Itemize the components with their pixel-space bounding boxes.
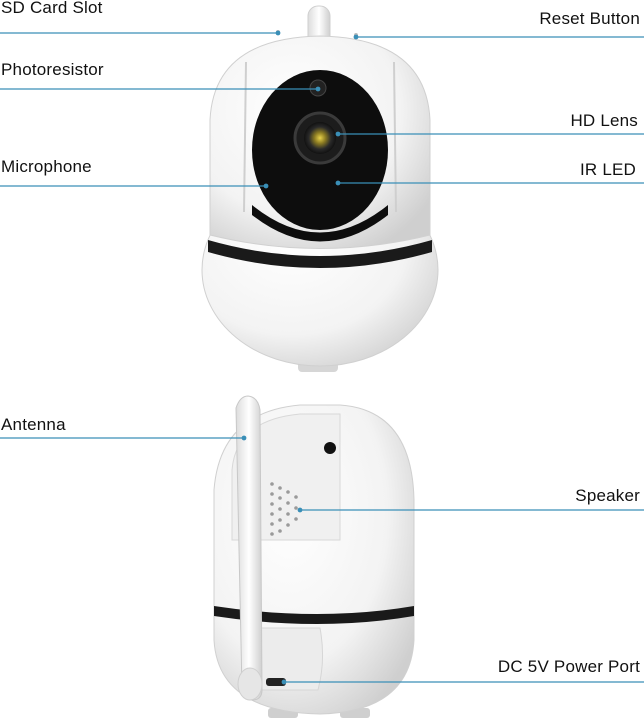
front-camera (201, 5, 439, 372)
label-hd-lens: HD Lens (570, 111, 638, 130)
label-microphone: Microphone (1, 157, 92, 176)
label-speaker: Speaker (575, 486, 640, 505)
label-reset-button: Reset Button (539, 9, 640, 28)
label-antenna: Antenna (1, 415, 66, 434)
label-photoresistor: Photoresistor (1, 60, 104, 79)
label-dc-power-port: DC 5V Power Port (497, 657, 640, 676)
leader-lines (0, 32, 644, 683)
speaker-grille-icon (270, 482, 298, 536)
leader-dots (241, 30, 359, 685)
label-sd-card-slot: SD Card Slot (1, 0, 103, 17)
label-ir-led: IR LED (580, 160, 636, 179)
side-camera (213, 395, 415, 718)
